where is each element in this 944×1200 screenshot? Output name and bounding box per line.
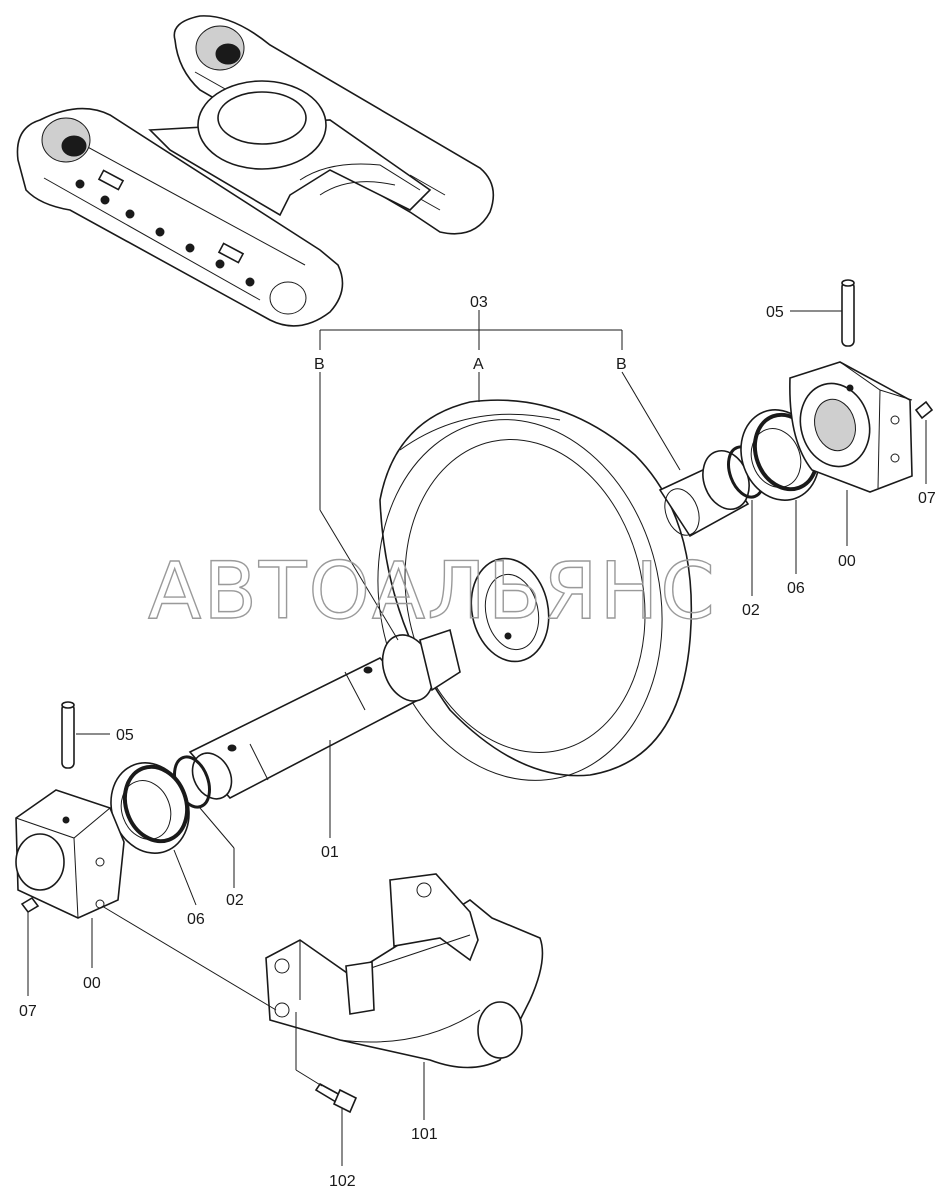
bearing-block-left xyxy=(15,789,125,919)
watermark-text: АВТОАЛЬЯНС xyxy=(148,547,717,637)
part-labels: 03 A B B 05 07 00 06 02 05 01 02 06 00 0… xyxy=(19,294,936,1190)
idler-wheel xyxy=(377,399,693,781)
label-101: 101 xyxy=(411,1126,438,1143)
label-02-right: 02 xyxy=(742,602,760,619)
label-06-left: 06 xyxy=(187,911,205,928)
label-02-left: 02 xyxy=(226,892,244,909)
undercarriage-overview xyxy=(16,15,495,327)
label-B-left: B xyxy=(314,356,325,373)
leader-lines xyxy=(27,310,927,1166)
bolt xyxy=(314,1082,358,1114)
label-05-right: 05 xyxy=(766,304,784,321)
label-07-right: 07 xyxy=(918,490,936,507)
label-A: A xyxy=(473,356,484,373)
shaft-right-end xyxy=(658,450,750,538)
yoke-bracket xyxy=(265,873,544,1069)
shaft xyxy=(188,628,461,800)
label-07-left: 07 xyxy=(19,1003,37,1020)
floating-seal-left xyxy=(110,762,190,854)
label-00-left: 00 xyxy=(83,975,101,992)
bearing-block-right xyxy=(789,361,913,493)
pin-left xyxy=(61,701,75,769)
label-00-right: 00 xyxy=(838,553,856,570)
pin-right xyxy=(841,279,855,347)
label-01: 01 xyxy=(321,844,339,861)
set-screw-right xyxy=(914,400,934,420)
label-03: 03 xyxy=(470,294,488,311)
label-B-right: B xyxy=(616,356,627,373)
set-screw-left xyxy=(20,896,40,914)
label-102: 102 xyxy=(329,1173,356,1190)
label-05-left: 05 xyxy=(116,727,134,744)
label-06-right: 06 xyxy=(787,580,805,597)
